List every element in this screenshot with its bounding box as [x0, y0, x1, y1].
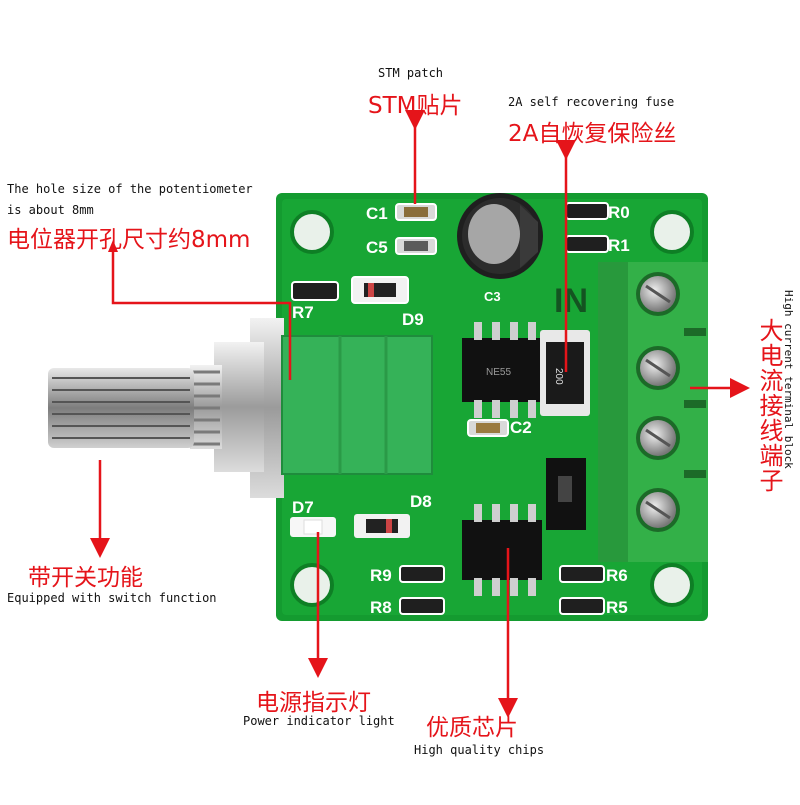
terminal-caption: High current terminal block — [782, 290, 795, 469]
svg-text:C1: C1 — [366, 204, 388, 223]
potentiometer-caption-1: The hole size of the potentiometer — [7, 182, 253, 196]
svg-text:D8: D8 — [410, 492, 432, 511]
terminal-title: 大电流接线端子 — [755, 318, 783, 493]
svg-text:R7: R7 — [292, 303, 314, 322]
driver-chip: NE55 — [462, 322, 542, 418]
fuse-component: 200 — [540, 330, 590, 416]
svg-text:IN: IN — [554, 282, 588, 320]
potentiometer-caption-2: is about 8mm — [7, 203, 94, 217]
rectifier-component — [546, 458, 586, 530]
chips-caption: High quality chips — [414, 743, 545, 757]
svg-text:C5: C5 — [366, 238, 388, 257]
capacitor-c3 — [457, 193, 543, 279]
fuse-title: 2A自恢复保险丝 — [508, 121, 677, 147]
svg-text:D9: D9 — [402, 310, 424, 329]
smd-components — [290, 202, 609, 615]
svg-text:200: 200 — [553, 368, 564, 385]
power-light-caption: Power indicator light — [243, 714, 395, 728]
potentiometer — [48, 318, 433, 498]
svg-text:R6: R6 — [606, 566, 628, 585]
power-light-title: 电源指示灯 — [256, 690, 371, 716]
chips-title: 优质芯片 — [426, 715, 518, 741]
silkscreen-labels: C1 C5 C3 R0 R1 R7 D9 C2 D7 D8 R9 R8 R6 R… — [292, 203, 630, 617]
svg-text:R1: R1 — [608, 236, 630, 255]
svg-text:R0: R0 — [608, 203, 630, 222]
switch-caption: Equipped with switch function — [7, 591, 217, 605]
svg-text:NE55: NE55 — [486, 367, 511, 378]
mosfet-chip — [462, 504, 542, 596]
stm-patch-caption: STM patch — [378, 66, 444, 80]
svg-text:R5: R5 — [606, 598, 628, 617]
switch-title: 带开关功能 — [28, 565, 143, 591]
potentiometer-title: 电位器开孔尺寸约8mm — [7, 227, 251, 253]
callout-lines — [90, 110, 750, 718]
stm-patch-title: STM贴片 — [368, 93, 463, 119]
svg-text:C3: C3 — [484, 289, 501, 304]
terminal-block — [598, 262, 708, 562]
svg-text:D7: D7 — [292, 498, 314, 517]
svg-text:C2: C2 — [510, 418, 532, 437]
fuse-caption: 2A self recovering fuse — [508, 95, 675, 109]
svg-text:R9: R9 — [370, 566, 392, 585]
svg-text:R8: R8 — [370, 598, 392, 617]
